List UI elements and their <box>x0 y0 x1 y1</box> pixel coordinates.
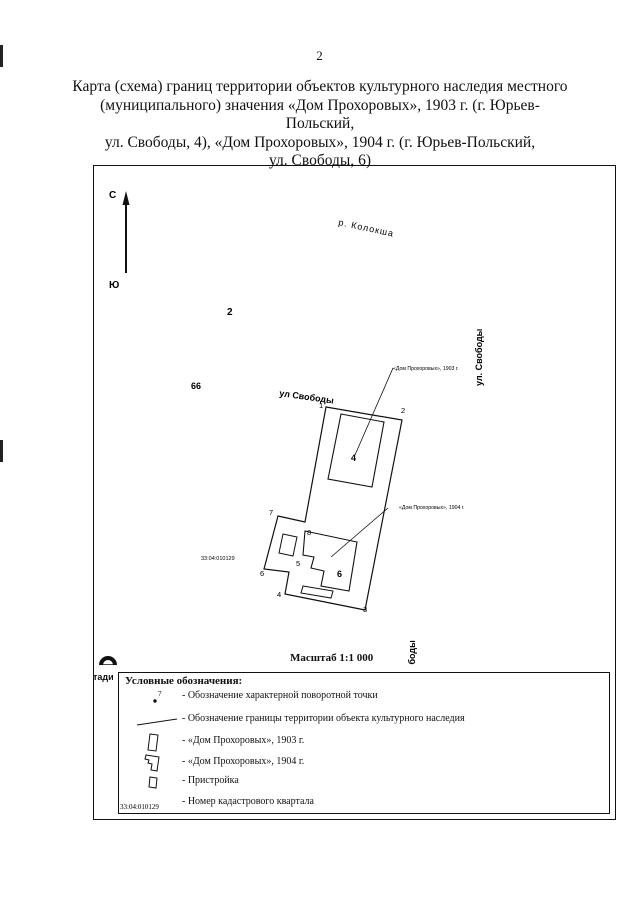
turning-point-1: 1 <box>319 401 323 410</box>
legend-annex-symbol <box>148 776 158 789</box>
territory-boundary <box>263 406 403 611</box>
north-arrow: С Ю <box>109 190 130 291</box>
turning-point-5: 5 <box>296 559 300 568</box>
title-line-3: ул. Свободы, 4), «Дом Прохоровых», 1904 … <box>104 133 536 151</box>
legend-house-1903-symbol <box>147 733 159 752</box>
legend-item-annex: - Пристройка <box>119 771 609 793</box>
street-label-top: ул Свободы <box>279 388 335 406</box>
turning-point-3: 3 <box>363 605 367 614</box>
turning-point-4: 4 <box>277 590 281 599</box>
callout-line-1903 <box>354 367 394 456</box>
house-1904-number: 6 <box>337 569 342 579</box>
title-line-4: ул. Свободы, 6) <box>268 152 371 169</box>
callout-line-1904 <box>330 507 389 558</box>
legend-title: Условные обозначения: <box>125 675 243 687</box>
legend-point-symbol: 7 <box>153 690 162 703</box>
legend-point-number: 7 <box>158 690 162 698</box>
legend-text-house-1903: - «Дом Прохоровых», 1903 г. <box>182 735 305 746</box>
callout-label-1903: «Дом Прохоровых», 1903 г. <box>393 366 459 372</box>
legend-text-cadastral: - Номер кадастрового квартала <box>182 796 314 807</box>
legend-item-house-1903: - «Дом Прохоровых», 1903 г. <box>119 731 609 753</box>
map-scale: Масштаб 1:1 000 <box>290 652 374 664</box>
legend-cadastral-number: 33:04:010129 <box>120 803 159 811</box>
street-label-bottom-partial: ободы <box>407 640 417 665</box>
legend-item-point: 7 - Обозначение характерной поворотной т… <box>119 686 609 708</box>
map-frame <box>93 165 616 820</box>
legend-item-cadastral: 33:04:010129 - Номер кадастрового кварта… <box>119 792 609 814</box>
river-label: р. Колокша <box>338 217 395 239</box>
annex-left <box>278 533 298 557</box>
page-edge-mark-top <box>0 45 3 67</box>
turning-points: 1 2 3 4 5 6 7 8 <box>260 401 405 614</box>
stadium-label-partial: тади <box>93 672 114 682</box>
turning-point-8: 8 <box>307 528 311 537</box>
title-line-1: Карта (схема) границ территории объектов… <box>72 78 568 95</box>
legend-text-annex: - Пристройка <box>182 775 239 786</box>
map-canvas: С Ю р. Колокша 2 66 ул Свободы ул. Свобо… <box>99 190 484 665</box>
page-edge-mark-middle <box>0 440 3 462</box>
legend-cadastral-symbol: 33:04:010129 <box>120 803 159 811</box>
street-label-right: ул. Свободы <box>474 328 484 386</box>
turning-point-6: 6 <box>260 569 264 578</box>
compass-north-label: С <box>109 190 116 201</box>
legend-boundary-symbol <box>136 718 178 726</box>
page-number: 2 <box>316 48 323 63</box>
legend-text-boundary: - Обозначение границы территории объекта… <box>182 713 465 724</box>
parcel-number-66: 66 <box>191 381 201 391</box>
title-line-2: (муниципального) значения «Дом Прохоровы… <box>100 96 540 133</box>
turning-point-7: 7 <box>269 508 273 517</box>
house-1903-shape <box>327 413 385 488</box>
house-1904-shape <box>302 530 358 592</box>
legend-item-house-1904: - «Дом Прохоровых», 1904 г. <box>119 752 609 774</box>
legend-text-point: - Обозначение характерной поворотной точ… <box>182 690 378 701</box>
legend-item-boundary: - Обозначение границы территории объекта… <box>119 709 609 731</box>
stadium-icon <box>99 656 117 665</box>
legend: Условные обозначения: 7 - Обозначение ха… <box>118 672 610 814</box>
cadastral-number-label: 33:04:010129 <box>201 556 235 562</box>
page-title: Карта (схема) границ территории объектов… <box>70 78 570 171</box>
callout-label-1904: «Дом Прохоровых», 1904 г. <box>399 505 465 511</box>
house-1903-number: 4 <box>351 453 356 463</box>
annex-bottom <box>300 585 334 599</box>
parcel-number-2: 2 <box>227 307 233 318</box>
turning-point-2: 2 <box>401 406 405 415</box>
legend-text-house-1904: - «Дом Прохоровых», 1904 г. <box>182 756 305 767</box>
compass-south-label: Ю <box>109 280 119 291</box>
legend-house-1904-symbol <box>144 754 160 772</box>
